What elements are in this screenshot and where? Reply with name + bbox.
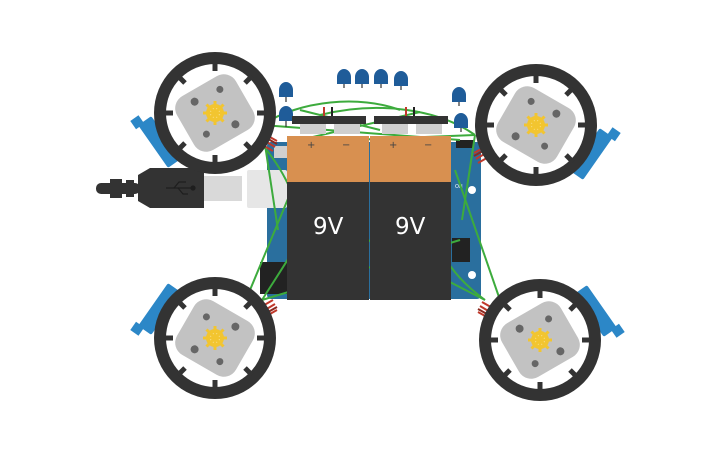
wheel-rear-right <box>478 279 625 401</box>
capacitor <box>279 82 293 102</box>
battery-left-minus: − <box>342 140 350 151</box>
capacitor <box>337 69 351 88</box>
wheel-rear-left <box>130 277 277 399</box>
capacitor <box>454 113 468 132</box>
battery-right-label: 9V <box>395 214 426 240</box>
battery-right: + − 9V <box>370 116 451 300</box>
capacitor <box>355 69 369 88</box>
capacitor-row <box>279 69 468 132</box>
battery-left-label: 9V <box>313 214 344 240</box>
usb-plug-icon <box>138 168 287 208</box>
battery-left-plus: + <box>307 140 315 151</box>
capacitor <box>394 71 408 90</box>
capacitor <box>452 87 466 106</box>
wheel-front-right <box>474 64 621 186</box>
usb-symbol-icon <box>166 181 196 195</box>
wheel-front-left <box>130 52 277 174</box>
battery-left: + − 9V <box>287 116 369 300</box>
capacitor <box>279 106 293 127</box>
battery-right-minus: − <box>424 140 432 151</box>
usb-cable <box>96 179 140 198</box>
power-indicator-label: ON <box>455 184 463 190</box>
battery-right-plus: + <box>389 140 397 151</box>
capacitor <box>374 69 388 88</box>
